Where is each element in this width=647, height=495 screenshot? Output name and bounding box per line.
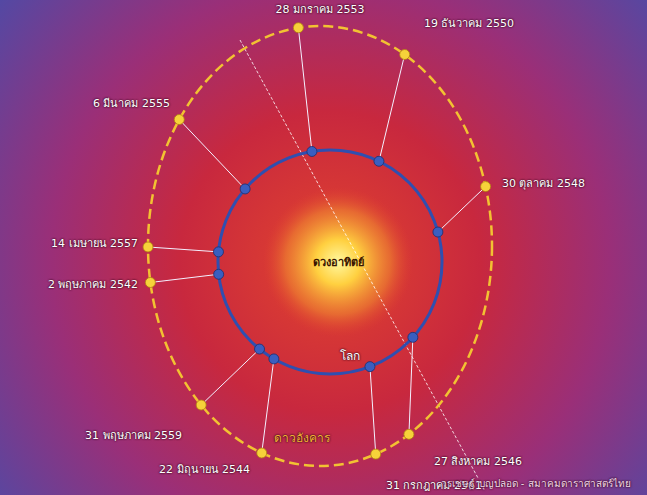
leader-line <box>438 187 486 232</box>
mars-position-dot <box>257 448 267 458</box>
mars-position-dot <box>481 182 491 192</box>
leader-line <box>148 247 218 252</box>
date-label: 6 มีนาคม 2555 <box>93 97 170 110</box>
date-label: 27 สิงหาคม 2546 <box>434 455 522 468</box>
mars-position-dot <box>145 277 155 287</box>
leader-line <box>379 55 405 162</box>
date-label: 30 ตุลาคม 2548 <box>502 177 585 190</box>
date-label: 19 ธันวาคม 2550 <box>424 17 514 30</box>
leader-line <box>201 349 259 405</box>
leader-line <box>298 28 312 152</box>
sun-node: ดวงอาทิตย์ <box>296 220 380 304</box>
leader-line <box>179 120 245 189</box>
earth-position-dot <box>374 156 384 166</box>
mars-position-dot <box>196 400 206 410</box>
mars-position-dot <box>143 242 153 252</box>
earth-position-dot <box>365 362 375 372</box>
earth-position-dot <box>214 269 224 279</box>
mars-position-dot <box>371 449 381 459</box>
date-label: 31 พฤษภาคม 2559 <box>85 429 182 442</box>
earth-position-dot <box>408 332 418 342</box>
leader-line <box>370 367 376 454</box>
leader-line <box>409 337 413 434</box>
credit-text: วรเชษฐ์ บุญปลอด - สมาคมดาราศาสตร์ไทย <box>441 478 630 490</box>
mars-position-dot <box>404 429 414 439</box>
mars-position-dot <box>400 50 410 60</box>
mars-position-dot <box>174 115 184 125</box>
date-label: 22 มิถุนายน 2544 <box>159 463 250 476</box>
earth-position-dot <box>213 247 223 257</box>
sun-label: ดวงอาทิตย์ <box>313 253 364 271</box>
date-label: 14 เมษายน 2557 <box>51 237 138 250</box>
leader-line <box>262 359 274 453</box>
earth-position-dot <box>255 344 265 354</box>
earth-position-dot <box>269 354 279 364</box>
date-label: 2 พฤษภาคม 2542 <box>48 278 138 291</box>
earth-position-dot <box>240 184 250 194</box>
leader-line <box>150 274 218 282</box>
earth-position-dot <box>307 146 317 156</box>
orbit-label: ดาวอังคาร <box>274 431 330 445</box>
mars-position-dot <box>293 23 303 33</box>
date-label: 28 มกราคม 2553 <box>276 3 365 16</box>
orbit-label: โลก <box>340 349 360 363</box>
earth-position-dot <box>433 227 443 237</box>
